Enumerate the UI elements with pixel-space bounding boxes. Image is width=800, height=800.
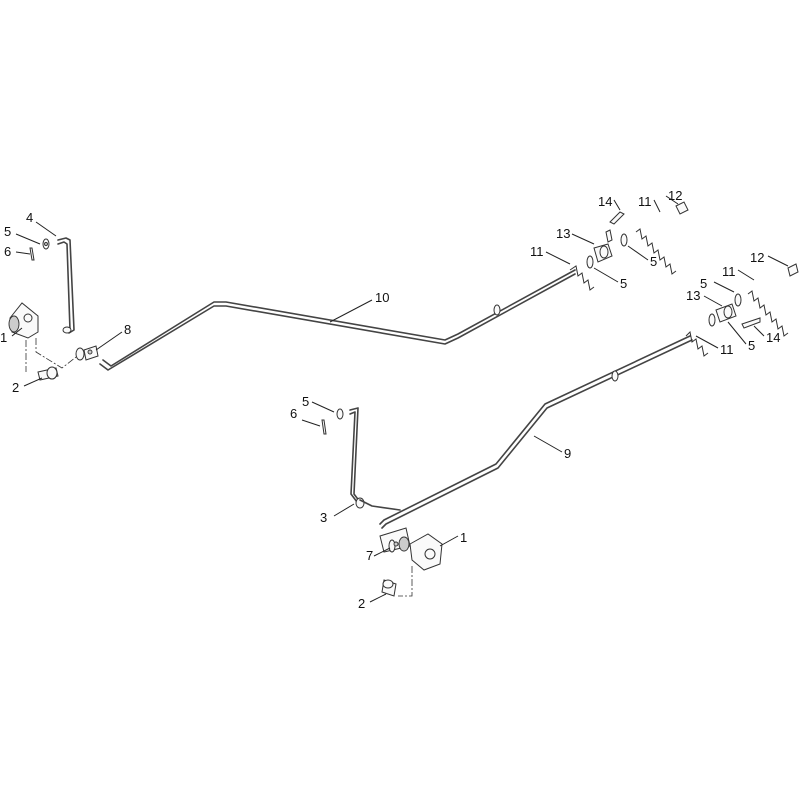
callout-5-lower-mid: 5	[748, 338, 755, 353]
pin-2-upper	[37, 366, 59, 381]
swivel-7	[388, 539, 399, 553]
clip-14-lower	[741, 317, 761, 329]
spring-11-lower-b	[747, 290, 789, 337]
callout-10: 10	[375, 290, 389, 305]
callout-13-upper: 13	[556, 226, 570, 241]
washer-5-lower-right	[734, 293, 742, 307]
washer-5-upper-mid	[586, 255, 594, 269]
callout-5-upper-right: 5	[650, 254, 657, 269]
spring-11-lower-a	[685, 330, 709, 357]
callout-1-lower: 1	[460, 530, 467, 545]
callout-14-upper: 14	[598, 194, 612, 209]
pin-2-lower	[381, 579, 397, 597]
callout-7: 7	[366, 548, 373, 563]
rod-9	[379, 335, 693, 529]
callout-5-upper-mid: 5	[620, 276, 627, 291]
cotter-pin-6-lower	[321, 419, 327, 435]
trunnion-13-upper	[593, 229, 613, 263]
callout-9: 9	[564, 446, 571, 461]
callout-3: 3	[320, 510, 327, 525]
callout-12-lower: 12	[750, 250, 764, 265]
trunnion-13-lower	[715, 303, 737, 323]
clip-14-upper	[609, 211, 625, 225]
swivel-8	[75, 345, 99, 361]
callout-12-upper: 12	[668, 188, 682, 203]
washer-5-lower-mid	[708, 313, 716, 327]
spring-11-upper-a	[569, 265, 595, 291]
washer-5-upper-right	[620, 233, 628, 247]
rod-3	[349, 407, 401, 511]
leader-lines	[11, 195, 789, 603]
rod-10	[99, 269, 576, 371]
washer-5-lower	[336, 408, 344, 420]
callout-11-lower-right: 11	[722, 264, 736, 279]
nut-12-lower	[787, 263, 799, 277]
callout-4: 4	[26, 210, 33, 225]
callout-11-upper-left: 11	[530, 244, 544, 259]
bellcrank-1-upper	[8, 302, 81, 372]
callout-6-lower: 6	[290, 406, 297, 421]
callout-11-lower-left: 11	[720, 342, 734, 357]
callout-2-lower: 2	[358, 596, 365, 611]
callout-labels: 1 2 4 5 6 8 10 14 11 12 13 5 11 5 12 11 …	[0, 188, 780, 611]
callout-8: 8	[124, 322, 131, 337]
callout-5-lower: 5	[302, 394, 309, 409]
washer-5-upper-left	[42, 238, 50, 250]
callout-2-upper: 2	[12, 380, 19, 395]
callout-5-lower-right: 5	[700, 276, 707, 291]
cotter-pin-6-upper-left	[29, 247, 35, 261]
callout-5-upper-left: 5	[4, 224, 11, 239]
callout-1-upper: 1	[0, 330, 7, 345]
rod-4	[57, 237, 75, 334]
callout-14-lower: 14	[766, 330, 780, 345]
bellcrank-1-lower	[379, 527, 443, 597]
callout-13-lower: 13	[686, 288, 700, 303]
callout-6-upper: 6	[4, 244, 11, 259]
nut-12-upper	[675, 201, 689, 215]
callout-11-upper-right: 11	[638, 194, 652, 209]
spring-11-upper-b	[635, 228, 677, 275]
